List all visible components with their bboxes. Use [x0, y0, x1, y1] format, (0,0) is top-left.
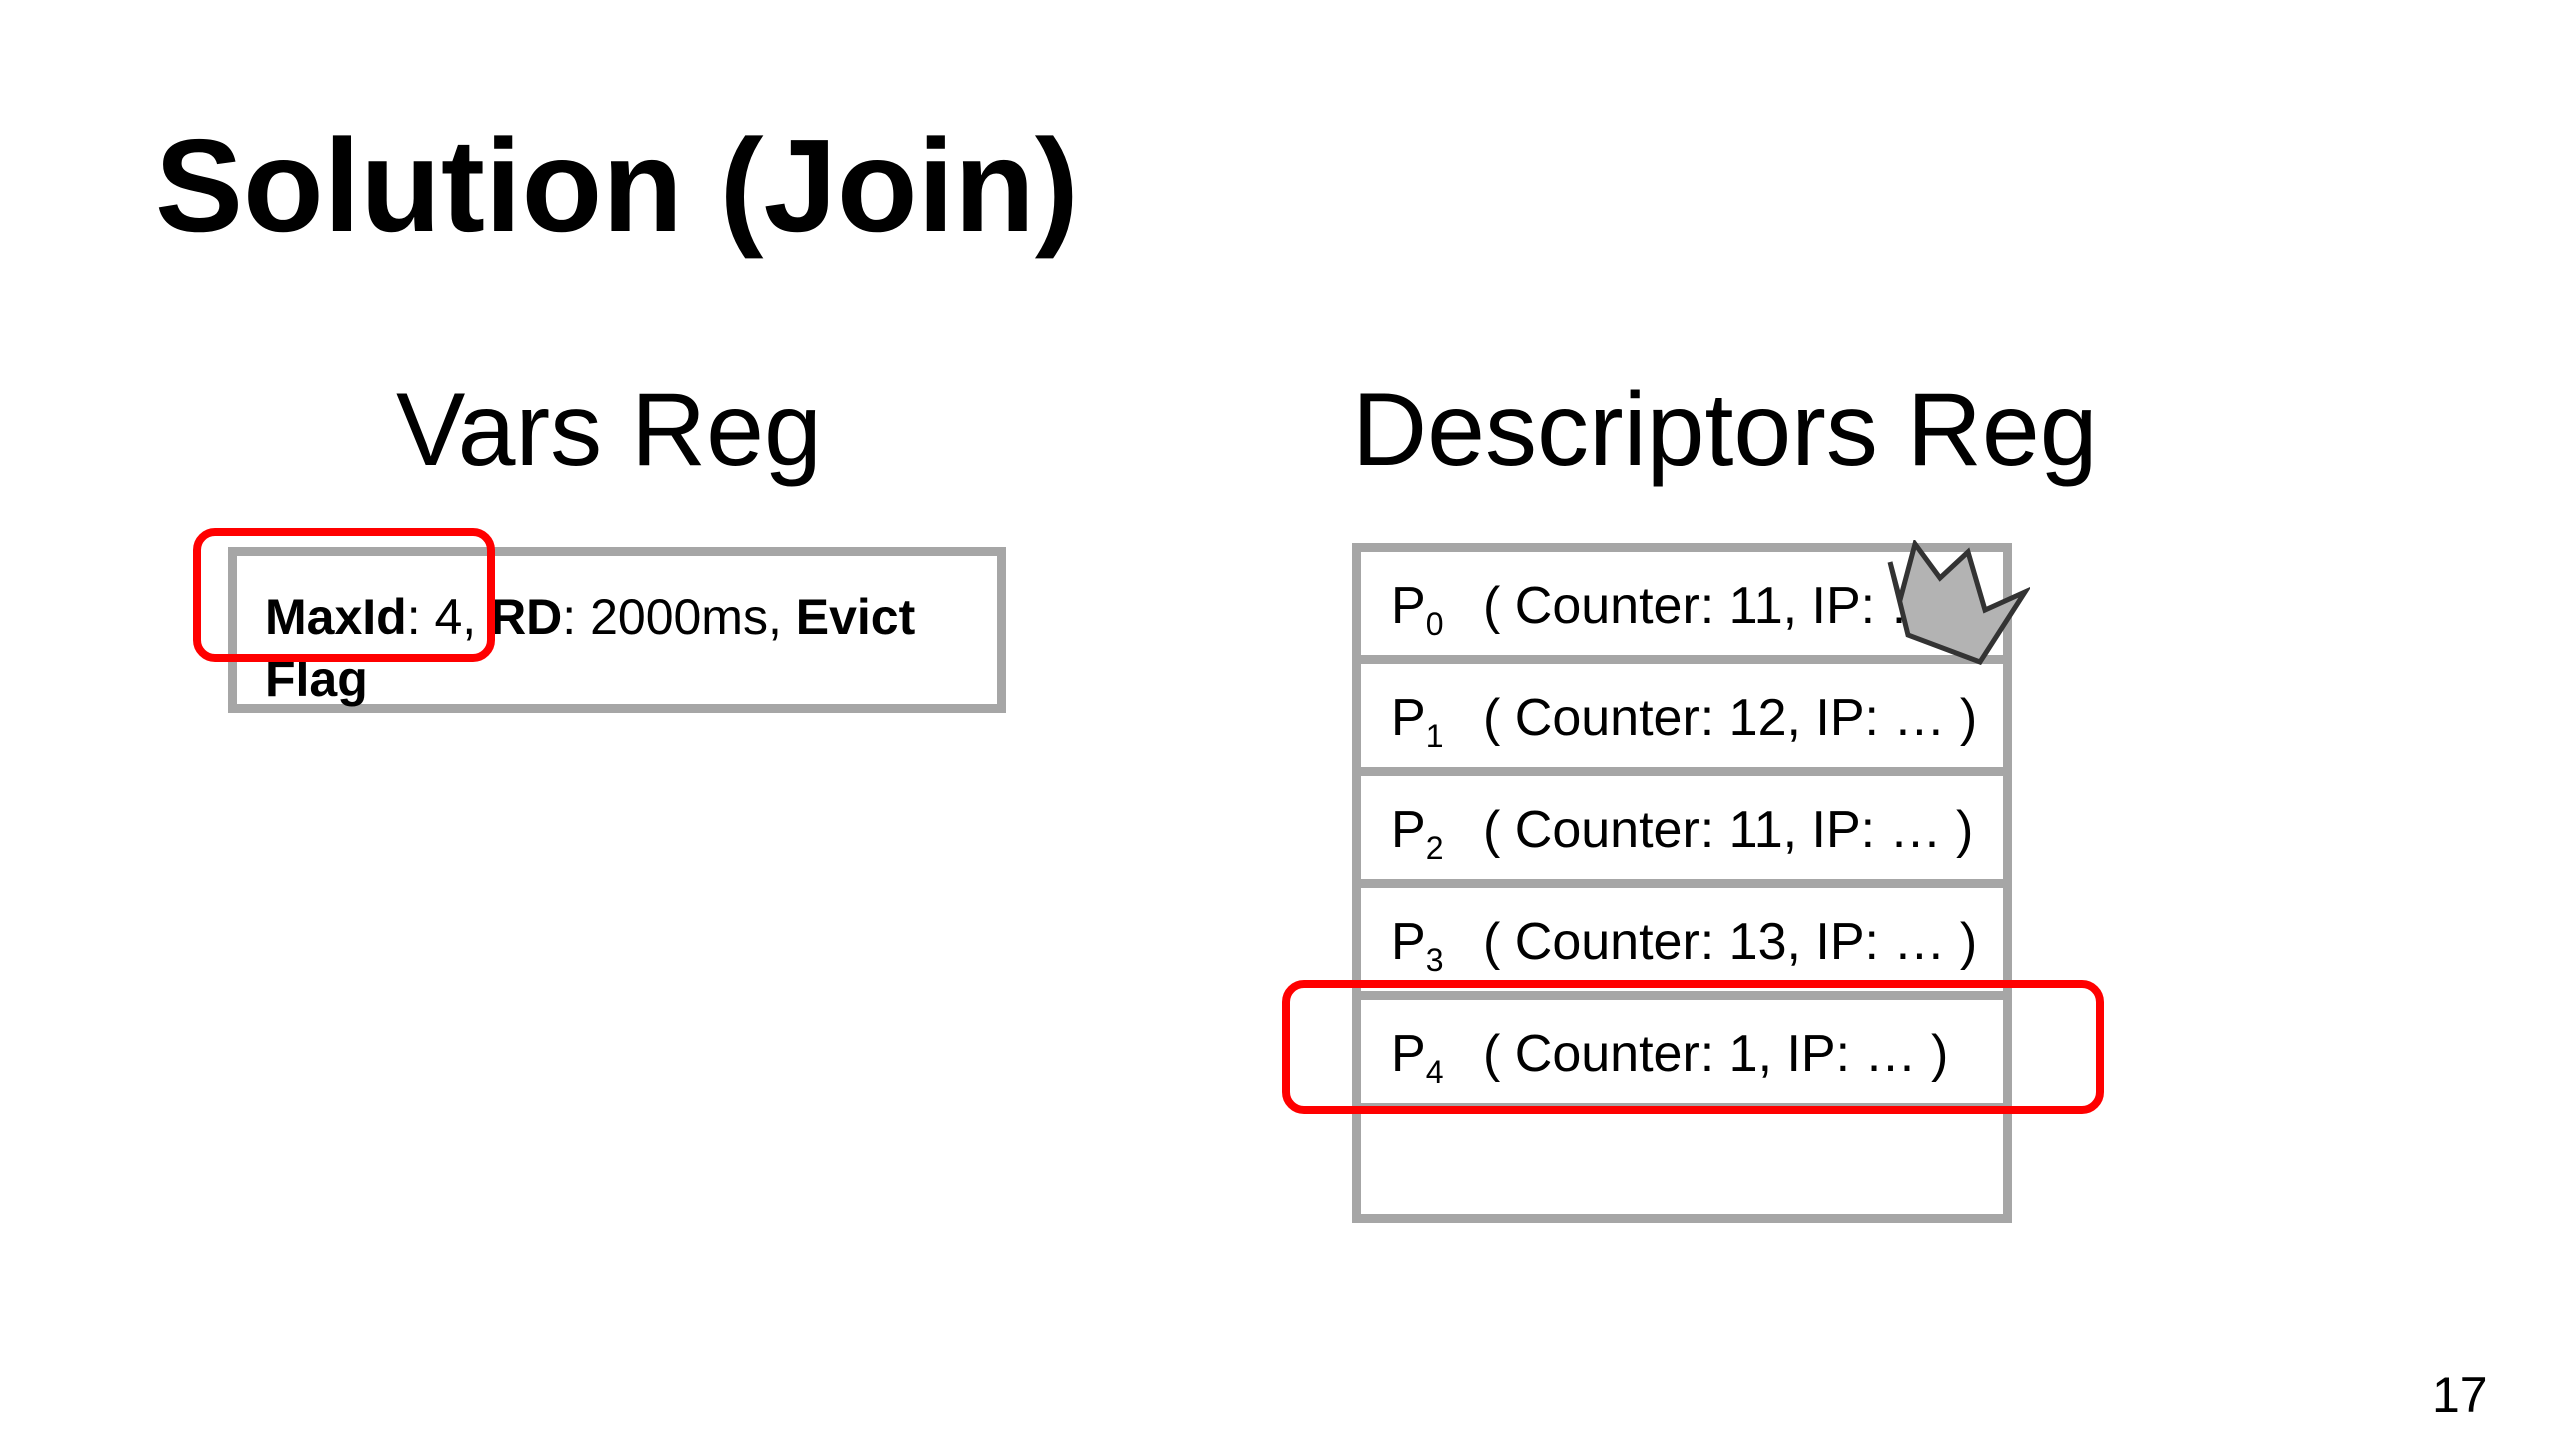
descriptor-row-empty [1361, 1112, 2003, 1224]
rd-label: RD [490, 589, 563, 645]
maxid-highlight [193, 528, 495, 662]
vars-reg-content: MaxId: 4, RD: 2000ms, Evict Flag [265, 586, 985, 710]
descriptor-name: P1 [1391, 689, 1444, 754]
descriptor-name: P3 [1391, 913, 1444, 978]
descriptor-row-p1: P1 ( Counter: 12, IP: … ) [1361, 664, 2003, 776]
crown-icon [1887, 540, 2030, 665]
descriptor-info: ( Counter: 1, IP: … ) [1483, 1025, 1949, 1083]
descriptors-reg-heading: Descriptors Reg [1352, 372, 2098, 488]
descriptor-row-p0: P0 ( Counter: 11, IP: … ) [1361, 552, 2003, 664]
descriptor-info: ( Counter: 12, IP: … ) [1483, 689, 1978, 747]
descriptor-name: P2 [1391, 801, 1444, 866]
vars-reg-heading: Vars Reg [396, 372, 822, 488]
descriptor-row-p2: P2 ( Counter: 11, IP: … ) [1361, 776, 2003, 888]
slide-title: Solution (Join) [155, 112, 1079, 259]
rd-value: : 2000ms, [562, 589, 796, 645]
descriptor-row-p3: P3 ( Counter: 13, IP: … ) [1361, 888, 2003, 1000]
page-number: 17 [2432, 1367, 2488, 1423]
descriptor-name: P4 [1391, 1025, 1444, 1090]
vars-reg-box: MaxId: 4, RD: 2000ms, Evict Flag [228, 547, 1006, 713]
maxid-label: MaxId [265, 589, 407, 645]
descriptor-name: P0 [1391, 577, 1444, 642]
maxid-value: : 4, [406, 589, 491, 645]
p4-row-highlight [1282, 980, 2104, 1114]
descriptor-info: ( Counter: 13, IP: … ) [1483, 913, 1978, 971]
descriptor-info: ( Counter: 11, IP: … ) [1483, 801, 1974, 859]
descriptor-info: ( Counter: 11, IP: … ) [1483, 577, 1974, 635]
